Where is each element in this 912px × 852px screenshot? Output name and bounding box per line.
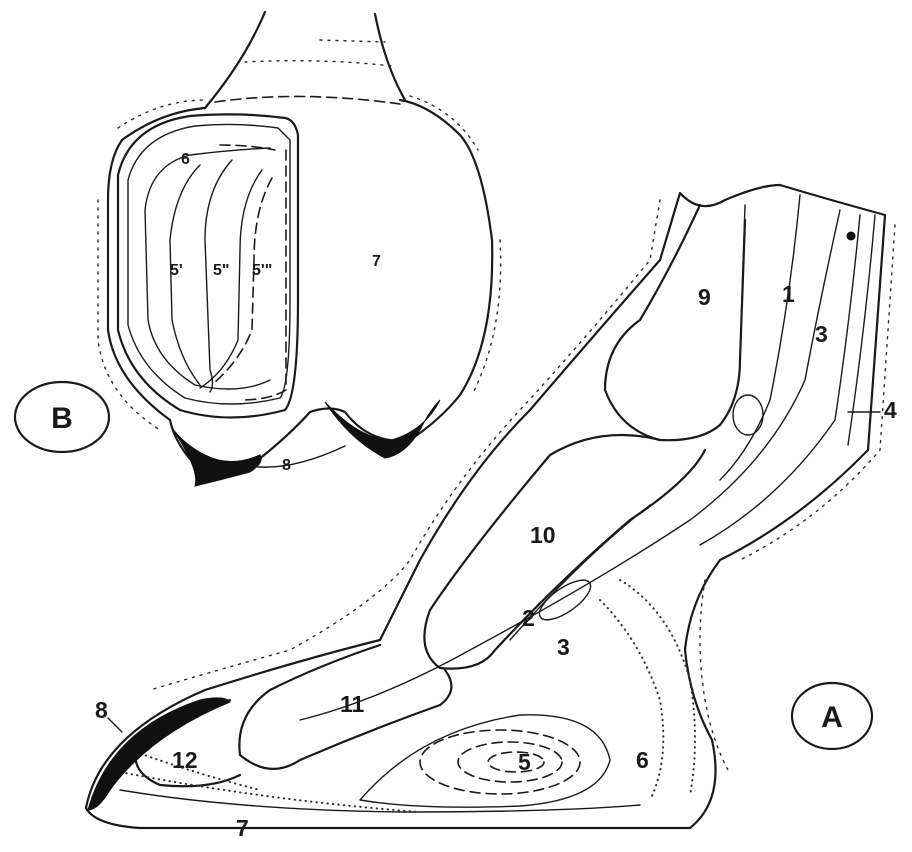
- panel-b-fur-right: [472, 240, 501, 395]
- panel-a-circle-label: A: [821, 701, 843, 734]
- panel-b-division-dash: [215, 178, 272, 382]
- panel-a-label-1: 1: [782, 281, 795, 307]
- panel-a-label-9: 9: [698, 284, 711, 310]
- panel-b-leg-right-edge: [375, 14, 405, 100]
- panel-a-outline: [86, 185, 885, 828]
- panel-a-label-3-lower: 3: [557, 634, 570, 660]
- panel-b-label-7: 7: [372, 253, 381, 270]
- panel-a-label-7: 7: [236, 815, 249, 841]
- panel-a-leader-8: [108, 718, 122, 732]
- panel-a-label-4: 4: [884, 397, 897, 423]
- panel-b-label-8: 8: [282, 457, 291, 474]
- panel-a-sole-line: [120, 790, 640, 812]
- panel-a-label-11: 11: [340, 691, 365, 717]
- panel-a-label-12: 12: [172, 747, 198, 773]
- panel-a-fur-heel: [700, 580, 728, 770]
- panel-b-leg-left-edge: [205, 12, 265, 108]
- panel-a-label-10: 10: [530, 522, 556, 548]
- panel-a-frog: [360, 715, 610, 807]
- panel-b-label-5prime: 5': [170, 262, 183, 279]
- panel-b-fur-top-right: [410, 96, 478, 150]
- panel-b-claw-left: [172, 428, 261, 486]
- panel-a-tendon-3: [300, 210, 840, 720]
- panel-b-label-6: 6: [181, 151, 190, 168]
- panel-b-leg-mark: [320, 40, 385, 42]
- panel-a-label-8: 8: [95, 697, 108, 723]
- panel-b-circle-label: B: [51, 402, 73, 435]
- panel-a-tendon-1: [720, 195, 800, 480]
- panel-a-sole-dots: [110, 770, 420, 812]
- panel-a-sesamoid: [733, 395, 763, 435]
- panel-b: 6 5' 5" 5'" 7 8 B: [15, 12, 501, 486]
- panel-b-claw-right: [325, 400, 440, 458]
- panel-b-label-5double: 5": [213, 262, 229, 279]
- panel-a-label-5: 5: [518, 749, 531, 775]
- panel-b-hoof-outline: [108, 100, 492, 470]
- panel-a-bone-9: [605, 205, 745, 440]
- panel-a-dot: [847, 232, 855, 240]
- panel-b-leader-8: [250, 446, 345, 467]
- panel-a-cushion-dots: [600, 600, 663, 800]
- panel-b-label-5triple: 5'": [252, 262, 272, 279]
- panel-a-label-3-upper: 3: [815, 321, 828, 347]
- panel-a-label-2: 2: [522, 605, 535, 631]
- panel-b-leg-mark: [245, 61, 392, 66]
- panel-a-frog-swirl: [420, 730, 580, 794]
- panel-a-cushion-dots: [620, 580, 695, 795]
- panel-a-frog-swirl: [488, 752, 544, 772]
- panel-b-coronet-line: [215, 96, 400, 104]
- panel-a-frog-swirl: [458, 742, 562, 782]
- panel-a-label-6: 6: [636, 747, 649, 773]
- panel-a-tendon-1-front: [740, 205, 745, 360]
